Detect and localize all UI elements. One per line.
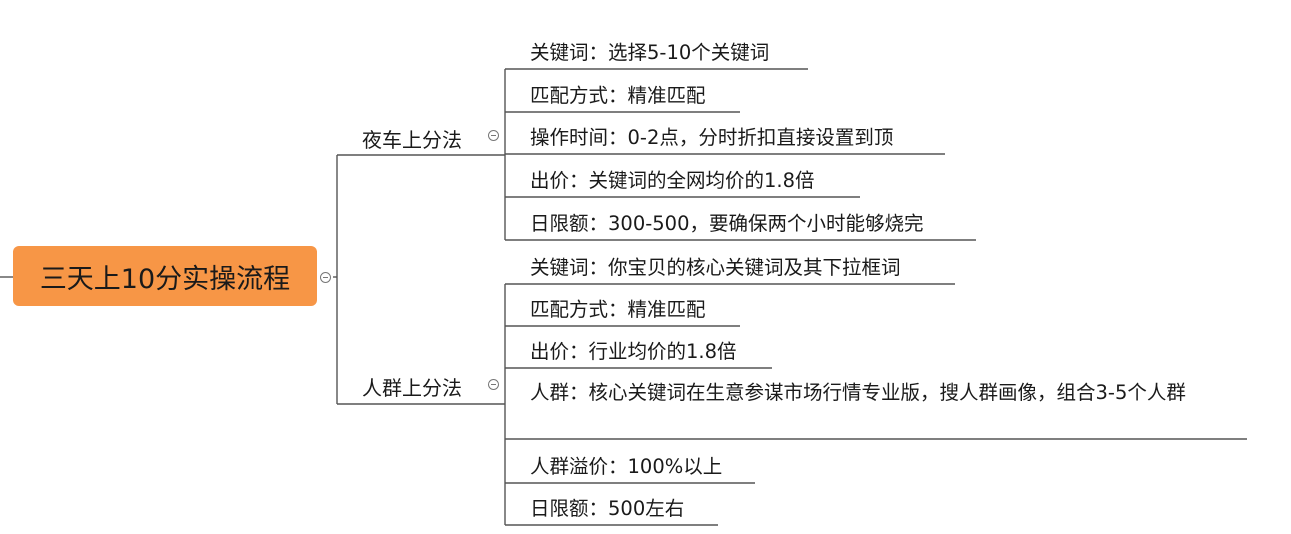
leaf-topic-label: 日限额：300-500，要确保两个小时能够烧完 (530, 212, 924, 235)
leaf-topic-label: 操作时间：0-2点，分时折扣直接设置到顶 (530, 126, 894, 149)
root-collapse-toggle-icon[interactable] (320, 272, 331, 283)
leaf-topic-label: 出价：行业均价的1.8倍 (530, 340, 737, 363)
branch-topic-label: 夜车上分法 (362, 128, 462, 152)
leaf-topic[interactable]: 出价：行业均价的1.8倍 (530, 335, 737, 364)
leaf-topic-label: 关键词：你宝贝的核心关键词及其下拉框词 (530, 256, 901, 279)
leaf-topic-label: 日限额：500左右 (530, 497, 685, 520)
leaf-topic-label: 人群溢价：100%以上 (530, 455, 723, 478)
leaf-topic[interactable]: 日限额：500左右 (530, 492, 684, 521)
branch-topic-crowd-method[interactable]: 人群上分法 (362, 372, 462, 401)
leaf-topic-label: 匹配方式：精准匹配 (530, 298, 706, 321)
leaf-topic[interactable]: 操作时间：0-2点，分时折扣直接设置到顶 (530, 121, 893, 150)
leaf-topic[interactable]: 日限额：300-500，要确保两个小时能够烧完 (530, 207, 923, 236)
leaf-topic-label: 出价：关键词的全网均价的1.8倍 (530, 169, 815, 192)
leaf-topic-label: 关键词：选择5-10个关键词 (530, 41, 770, 64)
root-topic-label: 三天上10分实操流程 (39, 263, 291, 295)
leaf-topic-label: 匹配方式：精准匹配 (530, 84, 706, 107)
leaf-topic[interactable]: 匹配方式：精准匹配 (530, 79, 706, 108)
branch-topic-night-method[interactable]: 夜车上分法 (362, 124, 462, 153)
leaf-topic[interactable]: 人群：核心关键词在生意参谋市场行情专业版，搜人群画像，组合3-5个人群 (530, 379, 1242, 406)
branch-collapse-toggle-icon[interactable] (488, 379, 499, 390)
leaf-topic[interactable]: 出价：关键词的全网均价的1.8倍 (530, 164, 815, 193)
branch-collapse-toggle-icon[interactable] (488, 130, 499, 141)
leaf-topic[interactable]: 人群溢价：100%以上 (530, 450, 722, 479)
leaf-topic[interactable]: 关键词：选择5-10个关键词 (530, 36, 769, 65)
branch-topic-label: 人群上分法 (362, 376, 462, 400)
leaf-topic-label: 人群：核心关键词在生意参谋市场行情专业版，搜人群画像，组合3-5个人群 (530, 381, 1186, 404)
root-topic[interactable]: 三天上10分实操流程 (13, 246, 317, 306)
leaf-topic[interactable]: 关键词：你宝贝的核心关键词及其下拉框词 (530, 251, 901, 280)
leaf-topic[interactable]: 匹配方式：精准匹配 (530, 293, 706, 322)
